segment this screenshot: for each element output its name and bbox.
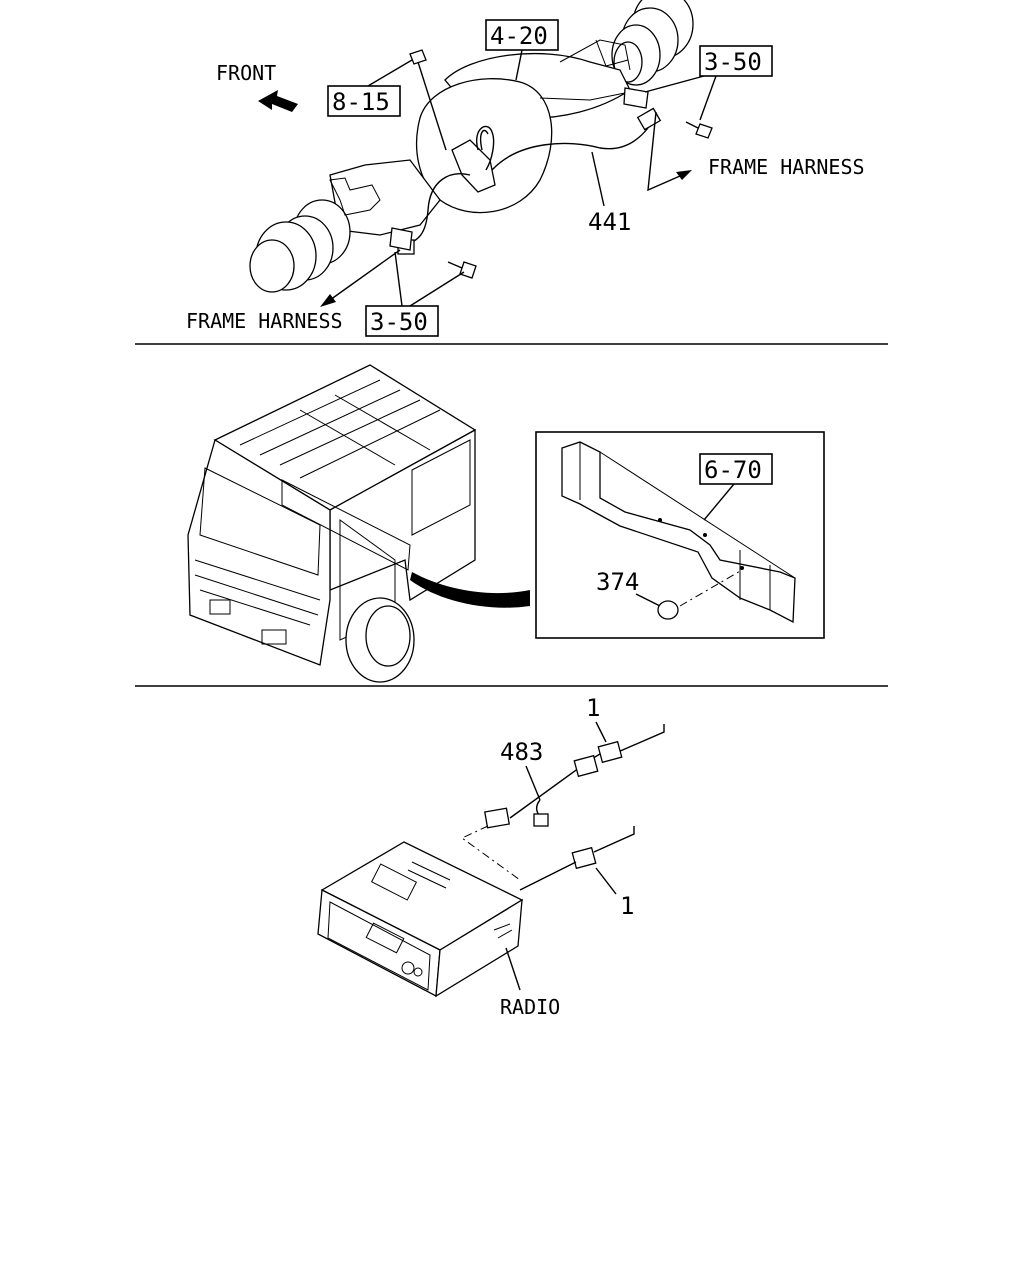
left-wheel (249, 199, 351, 293)
ref-8-15-box (327, 85, 401, 117)
detail-pointer (410, 572, 530, 608)
frame-rail (561, 441, 796, 624)
bolt-top (409, 49, 447, 151)
part-1-top-label: 1 (586, 694, 600, 722)
axle-section: FRONT (186, 0, 865, 337)
ref-8-15: 8-15 (332, 88, 390, 116)
harness-arrow-right-icon (676, 170, 692, 180)
ref-3-50-top: 3-50 (704, 48, 762, 76)
ref-4-20: 4-20 (490, 22, 548, 50)
front-label: FRONT (216, 61, 276, 85)
harness-441 (405, 173, 471, 246)
ref-3-50-top-box (699, 45, 773, 77)
wheel-speed-sensor (451, 125, 496, 193)
bolt-right (685, 121, 713, 139)
frame-harness-left: FRAME HARNESS (186, 309, 343, 333)
ref-6-70-box (699, 453, 773, 485)
axle-housing (329, 39, 631, 236)
front-arrow-icon (258, 90, 298, 112)
truck-cab (187, 364, 477, 683)
radio-label: RADIO (500, 995, 560, 1019)
right-wheel (611, 0, 694, 86)
antenna-cable-top (617, 724, 665, 753)
cab-section: 6-70 374 (187, 364, 825, 683)
part-1-right-label: 1 (620, 892, 634, 920)
ref-3-50-bottom: 3-50 (370, 308, 428, 336)
bolt-left (447, 261, 477, 279)
part-441-label: 441 (588, 208, 631, 236)
harness-arrow-left-icon (320, 294, 336, 307)
part-483-label: 483 (500, 738, 543, 766)
ref-4-20-box (485, 19, 559, 51)
antenna-cable-right (593, 826, 635, 853)
ref-6-70: 6-70 (704, 456, 762, 484)
grommet-374 (657, 600, 679, 620)
radio-unit (317, 841, 524, 998)
radio-section: 1 483 1 (317, 694, 665, 1019)
frame-harness-right: FRAME HARNESS (708, 155, 865, 179)
part-374-label: 374 (596, 568, 639, 596)
